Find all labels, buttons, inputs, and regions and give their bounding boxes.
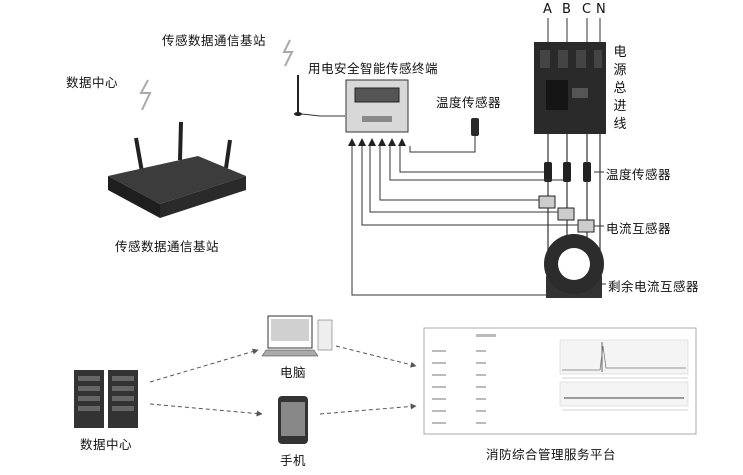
data-center-top-label: 数据中心 <box>66 75 119 90</box>
phase-temperature-sensor <box>583 162 591 182</box>
temperature-sensor-label-1: 温度传感器 <box>436 95 502 110</box>
phase-label-b: B <box>562 2 571 17</box>
current-transformer-label: 电流互感器 <box>606 221 672 236</box>
smart-terminal-device <box>345 79 409 146</box>
data-flow-arrows <box>149 345 417 417</box>
circuit-breaker <box>534 18 606 134</box>
phase-label-a: A <box>543 2 552 17</box>
wireless-signal-icon <box>139 79 152 111</box>
phone-label: 手机 <box>280 453 307 468</box>
temperature-sensor-device <box>471 118 479 136</box>
data-center-bottom-label: 数据中心 <box>80 437 133 452</box>
phase-temperature-sensor <box>563 162 571 182</box>
phase-label-n: N <box>596 2 606 17</box>
current-transformer-device <box>538 195 595 233</box>
power-inlet-label: 电源总进线 <box>613 45 627 132</box>
residual-current-transformer-label: 剩余电流互感器 <box>608 279 700 294</box>
base-station-router <box>108 121 246 218</box>
computer-icon <box>261 315 333 357</box>
platform-label: 消防综合管理服务平台 <box>486 447 617 462</box>
base-station-top-label: 传感数据通信基站 <box>162 33 267 48</box>
terminal-antenna <box>294 75 345 117</box>
terminal-label: 用电安全智能传感终端 <box>308 61 439 76</box>
residual-current-transformer <box>544 234 604 298</box>
management-platform-screen <box>423 327 697 435</box>
wireless-signal-icon <box>282 39 294 67</box>
phase-label-c: C <box>582 2 592 17</box>
base-station-bottom-label: 传感数据通信基站 <box>115 239 220 254</box>
phase-temperature-sensor <box>544 162 552 182</box>
temperature-sensor-label-2: 温度传感器 <box>606 167 672 182</box>
computer-label: 电脑 <box>280 365 307 380</box>
data-center-servers <box>74 370 138 428</box>
signal-wires <box>351 146 578 296</box>
phone-icon <box>278 396 308 444</box>
